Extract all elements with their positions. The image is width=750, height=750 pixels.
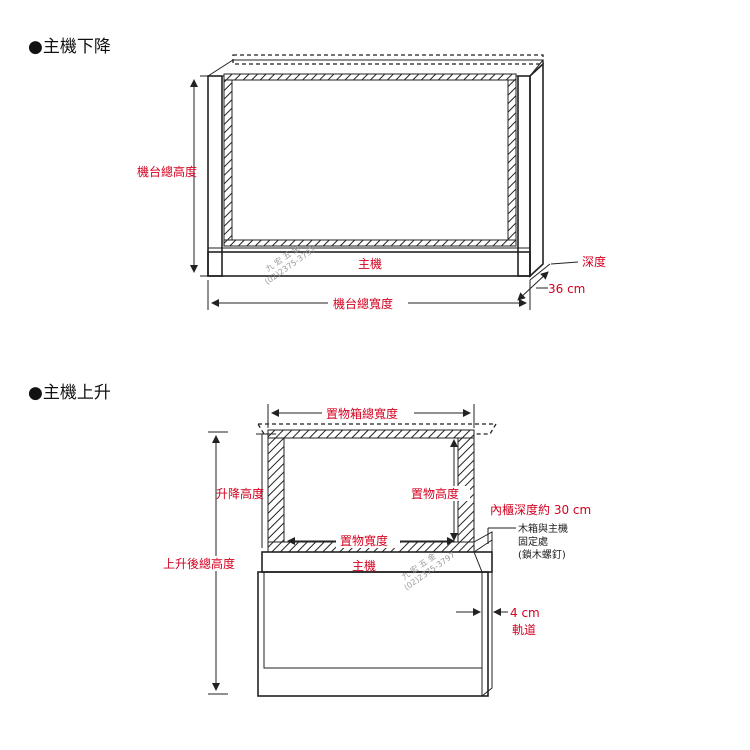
cabinet-body [257, 571, 489, 697]
lowered-cabinet-drawing [206, 54, 545, 278]
box-total-width-label: 置物箱總寬度 [326, 406, 398, 421]
box-width-dimension [287, 533, 455, 548]
total-height-after-dimension [160, 431, 244, 695]
total-width-dimension [207, 280, 531, 311]
box-width-label: 置物寬度 [340, 533, 388, 548]
box-height-dimension [408, 437, 470, 541]
lift-height-label: 升降高度 [216, 486, 264, 501]
lift-height-dimension [256, 433, 276, 548]
fix-note-line3: (鎖木螺釘) [518, 548, 566, 561]
depth-value: 36 cm [548, 282, 585, 296]
total-height-dimension [190, 75, 216, 277]
section2-header: ●主機上升 [28, 383, 111, 403]
fix-note-line1: 木箱與主機 [518, 522, 568, 535]
rail-value: 4 cm [510, 606, 540, 620]
inner-depth-label: 內櫃深度約 30 cm [490, 502, 591, 517]
total-height-after-label: 上升後總高度 [163, 556, 235, 571]
depth-label: 深度 [582, 254, 606, 269]
dashed-top-lid-raised [256, 423, 498, 435]
host-base [207, 251, 531, 277]
host-label: 主機 [358, 256, 382, 271]
raised-host-label: 主機 [352, 558, 376, 573]
rail-label: 軌道 [512, 622, 536, 637]
inner-storage-box [231, 79, 509, 241]
total-height-label: 機台總高度 [137, 164, 197, 179]
left-post [207, 75, 223, 277]
section1-header: ●主機下降 [28, 37, 111, 57]
raised-host-plate [261, 551, 493, 573]
raised-cabinet-drawing [256, 423, 498, 698]
fixing-point-callout [487, 527, 516, 544]
depth-dimension [517, 261, 579, 301]
total-width-label: 機台總寬度 [333, 296, 393, 311]
box-height-label: 置物高度 [411, 486, 459, 501]
fix-note-line2: 固定處 [518, 535, 548, 548]
right-post [517, 75, 531, 277]
